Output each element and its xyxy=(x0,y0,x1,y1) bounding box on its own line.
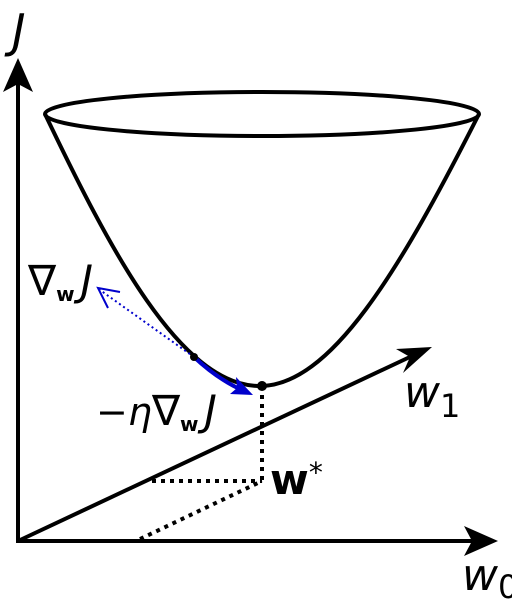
bowl-profile xyxy=(43,113,481,389)
w1-axis xyxy=(17,347,432,543)
j-axis xyxy=(3,58,33,541)
j-axis-label: J xyxy=(4,4,26,58)
current-point xyxy=(190,353,198,361)
gradient-arrow xyxy=(96,286,195,358)
bowl-rim xyxy=(43,90,481,138)
minimum-point xyxy=(257,381,267,391)
loss-surface-bowl xyxy=(43,90,481,389)
w1-axis-label: w1 xyxy=(404,367,460,425)
projection-lines xyxy=(139,386,264,541)
w0-axis-label: w0 xyxy=(462,550,512,606)
descent-step-arrow xyxy=(192,355,253,395)
w0-axis xyxy=(16,526,498,556)
minimum-label: w* xyxy=(270,455,323,504)
